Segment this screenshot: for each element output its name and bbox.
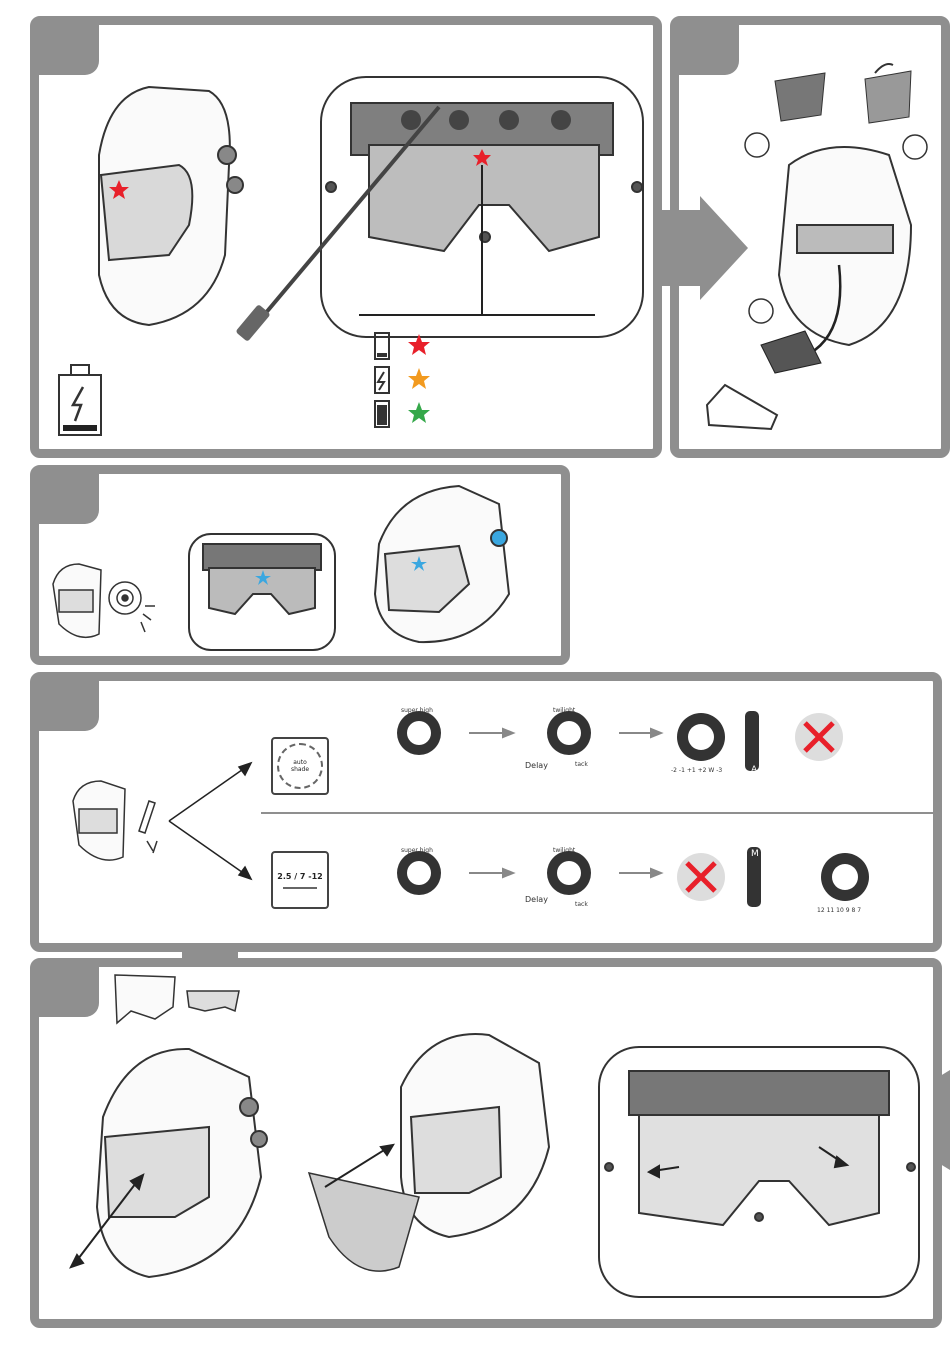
- manual-ring-ticks: 12 11 10 9 8 7: [817, 907, 861, 914]
- grinding-illustration: [39, 474, 561, 656]
- battery-charging-icon: [375, 367, 389, 393]
- shade-switch-auto: A: [751, 765, 757, 775]
- panel-cover-lens: [30, 958, 942, 1328]
- cover-lens-icon: [775, 64, 911, 123]
- settings-illustration: [39, 681, 933, 943]
- dial2-top-label: twilight: [553, 847, 575, 854]
- helmet-icon: [99, 87, 243, 325]
- delay-label: Delay: [525, 895, 548, 904]
- step-circle: [745, 133, 769, 157]
- auto-shade-label: auto shade: [291, 759, 309, 773]
- helmet-icon: [779, 147, 911, 345]
- panel-settings: super high twilight tack Delay super hig…: [30, 672, 942, 952]
- battery-full-icon: [375, 401, 389, 427]
- welding-torch-icon: [139, 801, 157, 853]
- cassette-front: [599, 1047, 919, 1297]
- shade-switch-manual: M: [751, 849, 759, 859]
- dial2-bottom-label: tack: [575, 761, 588, 768]
- manual-shade-button[interactable]: 2.5 / 7 -12: [271, 851, 329, 909]
- helmet-icon: [375, 486, 509, 642]
- charging-illustration: [39, 25, 653, 449]
- panel-charging: [30, 16, 662, 458]
- dial1-label: super high: [401, 847, 433, 854]
- step-circle: [749, 299, 773, 323]
- lens-replacement-illustration: [679, 25, 941, 449]
- battery-charging-icon: [59, 365, 101, 435]
- helmet-icon: [73, 781, 125, 860]
- cover-lens-illustration: [39, 967, 933, 1319]
- arrow-icon: [169, 763, 251, 879]
- cover-lens-icon: [707, 331, 821, 429]
- arrow-icon: [325, 1145, 393, 1187]
- dial2-bottom-label: tack: [575, 901, 588, 908]
- dial1-label: super high: [401, 707, 433, 714]
- panel-lens-replacement: [670, 16, 950, 458]
- dial2-top-label: twilight: [553, 707, 575, 714]
- helmet-icon: [97, 1049, 267, 1277]
- grinding-disc-icon: [109, 582, 155, 632]
- delay-label: Delay: [525, 761, 548, 770]
- manual-shade-label: 2.5 / 7 -12: [277, 872, 322, 881]
- step-circle: [903, 135, 927, 159]
- auto-ring-ticks: -2 -1 +1 +2 W -3: [671, 767, 722, 774]
- helmet-icon: [53, 564, 101, 637]
- cassette-front: [189, 534, 335, 650]
- cover-lens-icon: [115, 975, 239, 1023]
- auto-shade-button[interactable]: auto shade: [271, 737, 329, 795]
- helmet-icon: [401, 1034, 549, 1237]
- shade-switch: [745, 711, 761, 907]
- panel-grinding-mode: [30, 465, 570, 665]
